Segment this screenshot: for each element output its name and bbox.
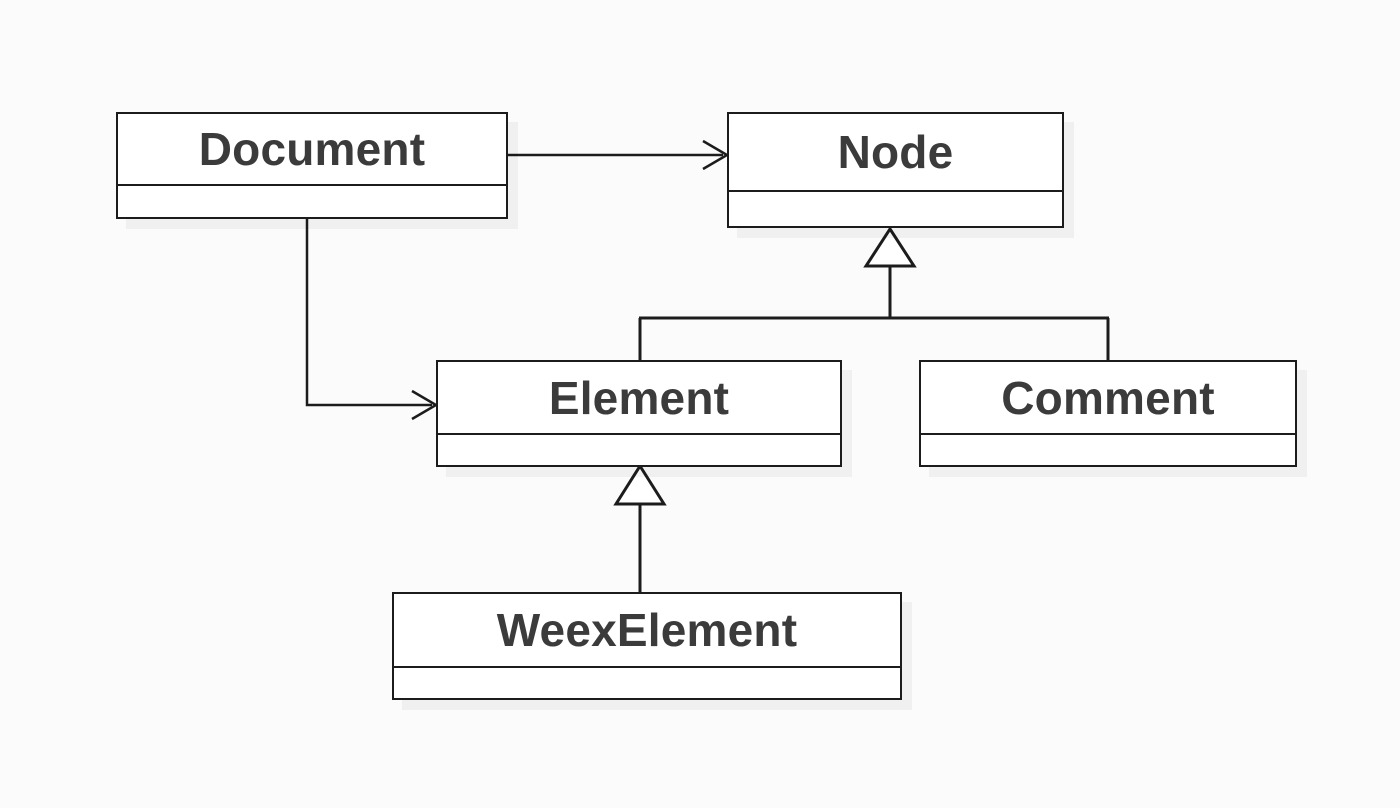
- connector-line-document-element: [305, 219, 432, 407]
- class-box-document[interactable]: Document: [116, 112, 508, 219]
- class-name-node: Node: [837, 126, 954, 178]
- class-box-element[interactable]: Element: [436, 360, 842, 467]
- class-attributes-compartment-element: [438, 433, 840, 465]
- class-box-node[interactable]: Node: [727, 112, 1064, 228]
- connector-document-to-node[interactable]: [508, 139, 730, 171]
- connector-generalization-tree-to-node[interactable]: [638, 226, 1110, 360]
- connector-weexelement-to-element[interactable]: [613, 463, 667, 592]
- class-attributes-compartment-weexelement: [394, 666, 900, 698]
- class-attributes-compartment-node: [729, 190, 1062, 226]
- class-attributes-compartment-comment: [921, 433, 1295, 465]
- class-name-comment: Comment: [1001, 371, 1215, 424]
- class-name-document: Document: [198, 123, 426, 175]
- class-box-weexelement[interactable]: WeexElement: [392, 592, 902, 700]
- hollow-triangle-icon: [863, 226, 917, 268]
- hollow-triangle-icon: [613, 463, 667, 506]
- connector-document-to-element[interactable]: [305, 219, 439, 421]
- class-attributes-compartment-document: [118, 184, 506, 217]
- class-name-element: Element: [548, 371, 730, 424]
- class-name-weexelement: WeexElement: [496, 604, 798, 656]
- class-box-comment[interactable]: Comment: [919, 360, 1297, 467]
